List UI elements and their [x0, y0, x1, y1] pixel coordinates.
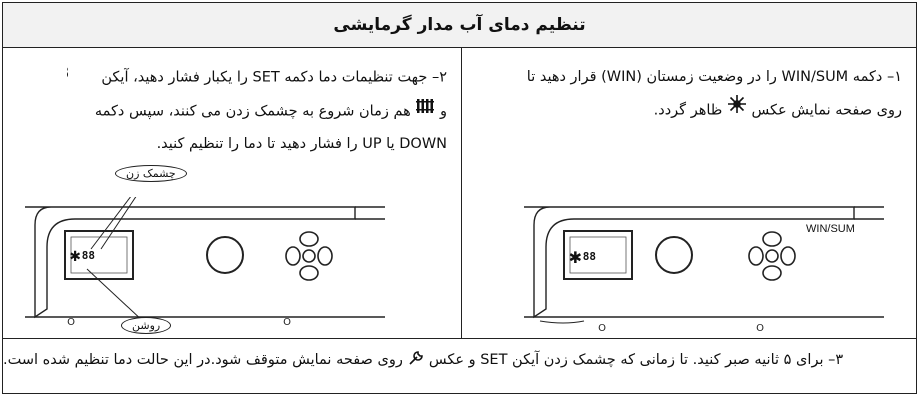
- boiler-panel-left: ✱ 88 O O: [25, 197, 385, 337]
- svg-text:88: 88: [82, 249, 95, 262]
- step3-row: ۳– برای ۵ ثانیه صبر کنید. تا زمانی که چش…: [3, 338, 916, 380]
- svg-text:O: O: [598, 323, 606, 334]
- callout-on: روشن: [121, 317, 172, 334]
- svg-text:88: 88: [67, 63, 69, 81]
- step3-text-b: روی صفحه نمایش متوقف شود.در این حالت دما…: [3, 351, 403, 368]
- win-sum-label: WIN/SUM: [806, 223, 855, 235]
- svg-text:O: O: [756, 323, 764, 334]
- svg-text:88: 88: [583, 250, 596, 263]
- step1-line1: ۱– دکمه WIN/SUM را در وضعیت زمستان (WIN)…: [526, 69, 902, 85]
- document-frame: تنظیم دمای آب مدار گرمایشی ۱– دکمه WIN/S…: [2, 2, 917, 394]
- page-title: تنظیم دمای آب مدار گرمایشی: [3, 3, 916, 48]
- radiator-icon: [415, 95, 435, 128]
- step1-line2: روی صفحه نمایش عکس ظاهر گردد.: [474, 94, 902, 128]
- step2-cell: ۲– جهت تنظیمات دما دکمه SET را یکبار فشا…: [3, 47, 461, 338]
- callout-blinking: چشمک زن: [115, 165, 187, 182]
- step2-line3: DOWN یا UP را فشار دهید تا دما را تنظیم …: [156, 136, 447, 152]
- svg-text:O: O: [67, 317, 75, 328]
- step1-text: ۱– دکمه WIN/SUM را در وضعیت زمستان (WIN)…: [474, 61, 902, 128]
- wrench-icon: [407, 349, 425, 371]
- boiler-panel-right: ✱ 88 O O: [524, 197, 884, 337]
- digit-88-icon: 88: [50, 61, 97, 94]
- step3-text-a: ۳– برای ۵ ثانیه صبر کنید. تا زمانی که چش…: [428, 351, 844, 368]
- step2-line1: ۲– جهت تنظیمات دما دکمه SET را یکبار فشا…: [15, 61, 447, 95]
- svg-text:O: O: [283, 317, 291, 328]
- step2-text: ۲– جهت تنظیمات دما دکمه SET را یکبار فشا…: [15, 61, 447, 161]
- title-text: تنظیم دمای آب مدار گرمایشی: [333, 15, 586, 35]
- svg-text:✱: ✱: [569, 248, 582, 267]
- step1-cell: ۱– دکمه WIN/SUM را در وضعیت زمستان (WIN)…: [461, 47, 916, 338]
- svg-text:✱: ✱: [69, 249, 81, 265]
- snowflake-icon: [727, 94, 747, 127]
- step2-line2: و هم زمان شروع به چشمک زدن می کنند، سپس …: [15, 95, 447, 129]
